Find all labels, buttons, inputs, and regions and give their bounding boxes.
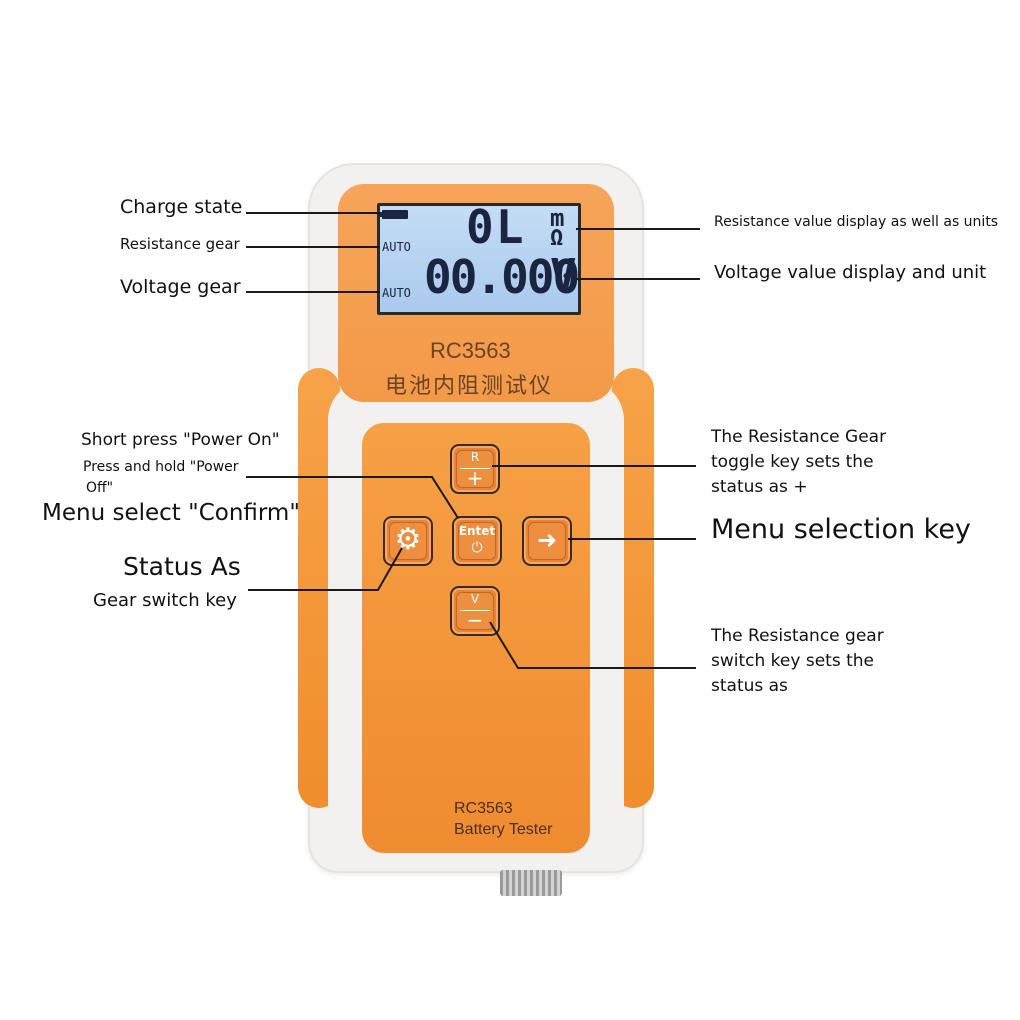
line-voltage-display (576, 278, 700, 280)
line-charge-state (246, 212, 380, 214)
label-gear-switch-key: Gear switch key (93, 590, 237, 611)
front-panel (362, 423, 590, 853)
label-short-press: Short press "Power On" (81, 430, 280, 450)
label-voltage-gear: Voltage gear (120, 276, 241, 298)
voltage-reading: 00.000 (424, 250, 580, 304)
lcd-screen: AUTO 0L m Ω AUTO 00.000 V (377, 200, 581, 315)
power-icon: ⏻ (471, 540, 483, 556)
label-charge-state: Charge state (120, 196, 243, 218)
resistance-unit-ohm: Ω (550, 226, 564, 251)
label-r-switch-1: The Resistance gear (711, 626, 884, 646)
resistance-unit-milli: m (550, 204, 565, 232)
label-r-toggle-3: status as + (711, 477, 808, 497)
resistance-reading: 0L (466, 200, 526, 254)
line-resistance-gear (246, 246, 380, 248)
label-r-switch-3: status as (711, 676, 788, 696)
voltage-gear-indicator: AUTO (382, 286, 411, 300)
device-model-top: RC3563 (430, 338, 511, 363)
line-voltage-gear (246, 291, 380, 293)
resistance-plus-key[interactable]: R + (450, 444, 500, 494)
label-r-toggle-2: toggle key sets the (711, 452, 874, 472)
line-menu-selection (568, 538, 696, 540)
label-press-hold-2: Off" (86, 480, 114, 496)
device-name-bottom: Battery Tester (454, 821, 553, 838)
gear-switch-key[interactable]: ⚙ (383, 516, 433, 566)
label-r-toggle-1: The Resistance Gear (711, 427, 887, 447)
menu-selection-key[interactable]: ➜ (522, 516, 572, 566)
enter-power-key[interactable]: Entet ⏻ (452, 516, 502, 566)
resistance-gear-indicator: AUTO (382, 240, 411, 254)
label-resistance-value-display: Resistance value display as well as unit… (714, 214, 999, 230)
line-r-plus-key (492, 465, 696, 467)
device-model-bottom: RC3563 (454, 800, 513, 817)
label-voltage-value-display: Voltage value display and unit (714, 262, 987, 283)
line-gear-key (248, 547, 403, 591)
battery-icon (379, 210, 408, 219)
label-press-hold-1: Press and hold "Power (83, 459, 239, 475)
gear-icon: ⚙ (394, 522, 422, 557)
voltage-unit: V (550, 250, 577, 301)
line-v-minus-key (489, 621, 696, 669)
arrow-right-icon: ➜ (536, 526, 558, 554)
label-menu-confirm: Menu select "Confirm" (42, 500, 300, 526)
label-status-as: Status As (123, 552, 241, 581)
voltage-minus-key[interactable]: V − (450, 586, 500, 636)
line-power-key (246, 476, 459, 519)
device-chinese-name: 电池内阻测试仪 (385, 374, 554, 399)
line-resistance-display (576, 228, 700, 230)
minus-icon: − (466, 608, 484, 632)
probe-connector (500, 870, 562, 896)
label-r-switch-2: switch key sets the (711, 651, 874, 671)
label-menu-selection-key: Menu selection key (711, 514, 971, 545)
label-resistance-gear: Resistance gear (120, 235, 240, 253)
plus-icon: + (466, 466, 484, 490)
